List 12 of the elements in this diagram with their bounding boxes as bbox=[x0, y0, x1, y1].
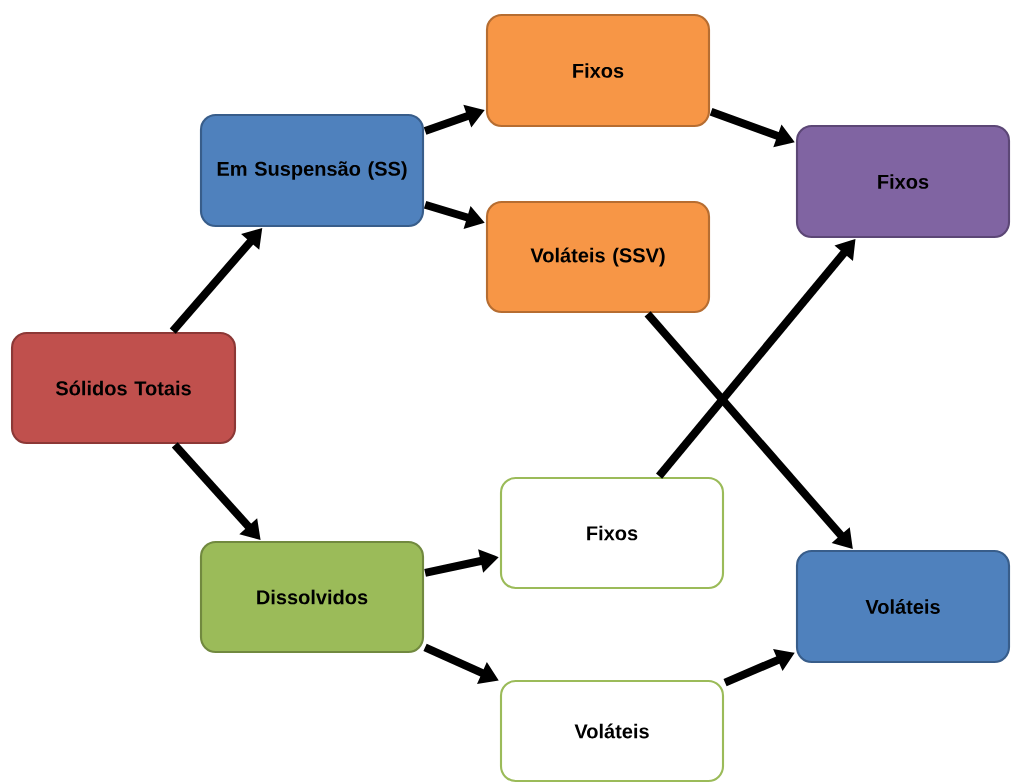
process-box: Voláteis bbox=[795, 549, 1011, 664]
process-box: Voláteis (SSV) bbox=[485, 200, 711, 314]
process-box: Fixos bbox=[485, 13, 711, 128]
process-box: Sólidos Totais bbox=[10, 331, 237, 445]
process-box: Dissolvidos bbox=[199, 540, 425, 654]
arrow bbox=[644, 311, 853, 549]
process-box: Fixos bbox=[795, 124, 1011, 239]
arrow bbox=[656, 239, 856, 479]
arrow bbox=[171, 442, 261, 540]
process-box: Fixos bbox=[499, 476, 725, 590]
process-box: Em Suspensão (SS) bbox=[199, 113, 425, 228]
process-box: Voláteis bbox=[499, 679, 725, 783]
